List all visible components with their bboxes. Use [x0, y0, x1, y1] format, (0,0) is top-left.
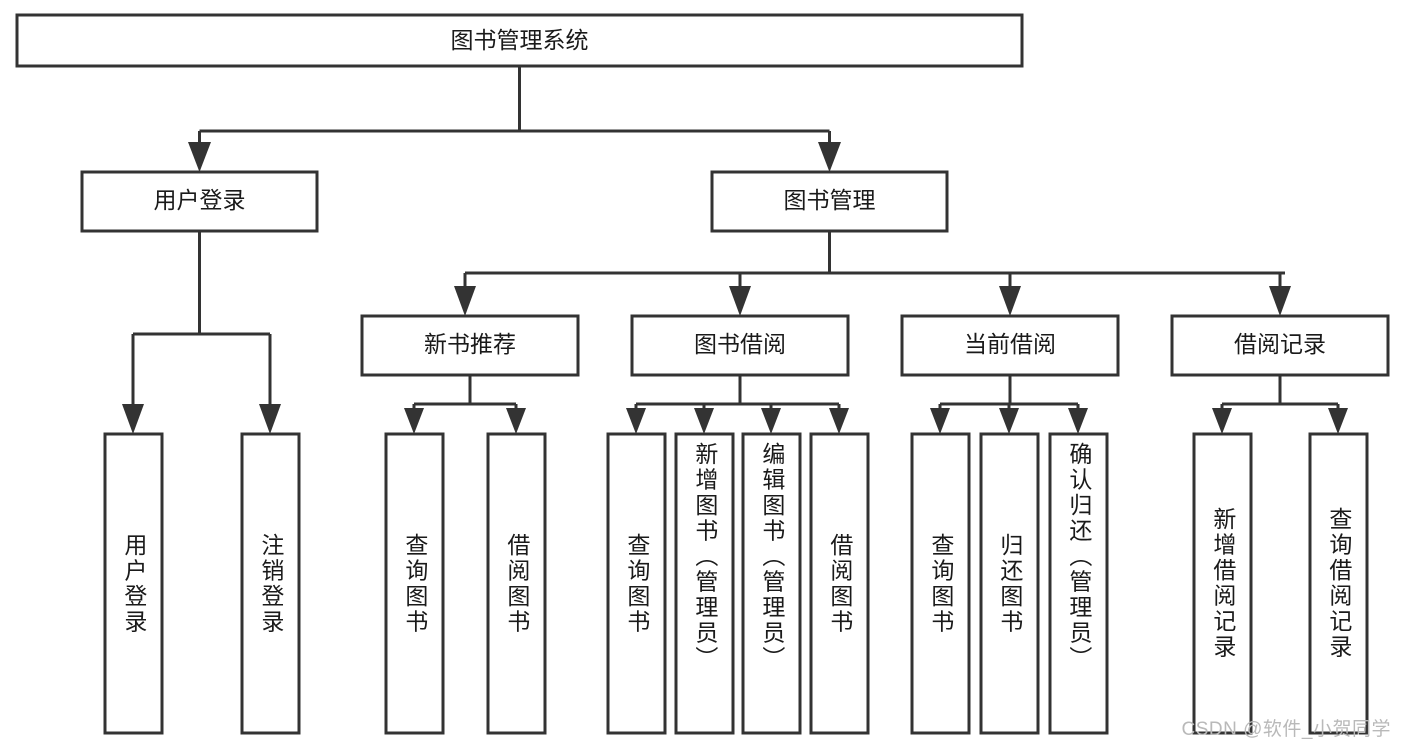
arrow-head-leaf-borrow-book-1	[506, 408, 526, 434]
node-current-borrow[interactable]: 当前借阅	[900, 314, 1120, 377]
arrow-head-user-login	[188, 142, 211, 172]
arrow-head-leaf-query-book-2	[626, 408, 646, 434]
leaf-query-book-2-box[interactable]	[606, 432, 667, 735]
arrow-head-current-borrow	[999, 286, 1021, 316]
arrow-head-leaf-add-record	[1212, 408, 1232, 434]
node-root-label: 图书管理系统	[451, 27, 589, 53]
node-book-manage-label: 图书管理	[784, 187, 876, 213]
leaf-box-group	[103, 432, 1369, 735]
leaf-add-record-box[interactable]	[1192, 432, 1253, 735]
leaf-confirm-return-box[interactable]	[1048, 432, 1109, 735]
node-book-borrow[interactable]: 图书借阅	[630, 314, 850, 377]
leaf-add-book-box[interactable]	[674, 432, 735, 735]
arrow-head-leaf-user-logout	[259, 404, 281, 434]
node-borrow-record-box[interactable]	[1170, 314, 1390, 377]
node-borrow-record[interactable]: 借阅记录	[1170, 314, 1390, 377]
node-new-book-recommend[interactable]: 新书推荐	[360, 314, 580, 377]
connector-group	[122, 66, 1348, 434]
leaf-user-login-box[interactable]	[103, 432, 164, 735]
leaf-borrow-book-2-box[interactable]	[809, 432, 870, 735]
node-root-box[interactable]	[15, 13, 1024, 68]
leaf-query-record-box[interactable]	[1308, 432, 1369, 735]
arrow-head-leaf-add-book	[694, 408, 714, 434]
leaf-user-logout-box[interactable]	[240, 432, 301, 735]
arrow-head-leaf-borrow-book-2	[829, 408, 849, 434]
leaf-query-book-3-box[interactable]	[910, 432, 971, 735]
node-root[interactable]: 图书管理系统	[15, 13, 1024, 68]
arrow-head-leaf-return-book	[999, 408, 1019, 434]
node-book-manage-box[interactable]	[710, 170, 949, 233]
node-user-login-box[interactable]	[80, 170, 319, 233]
leaf-query-book-1-box[interactable]	[384, 432, 445, 735]
node-user-login[interactable]: 用户登录	[80, 170, 319, 233]
arrow-head-leaf-confirm-return	[1068, 408, 1088, 434]
arrow-head-new-book-recommend	[454, 286, 476, 316]
node-borrow-record-label: 借阅记录	[1234, 331, 1326, 357]
arrow-head-leaf-query-book-3	[930, 408, 950, 434]
arrow-head-book-borrow	[729, 286, 751, 316]
node-book-manage[interactable]: 图书管理	[710, 170, 949, 233]
node-user-login-label: 用户登录	[154, 187, 246, 213]
node-book-borrow-box[interactable]	[630, 314, 850, 377]
node-new-book-recommend-box[interactable]	[360, 314, 580, 377]
arrow-head-leaf-query-book-1	[404, 408, 424, 434]
arrow-head-leaf-query-record	[1328, 408, 1348, 434]
leaf-edit-book-box[interactable]	[741, 432, 802, 735]
arrow-head-book-manage	[818, 142, 841, 172]
node-current-borrow-label: 当前借阅	[964, 331, 1056, 357]
arrow-head-borrow-record	[1269, 286, 1291, 316]
node-current-borrow-box[interactable]	[900, 314, 1120, 377]
leaf-borrow-book-1-box[interactable]	[486, 432, 547, 735]
node-new-book-recommend-label: 新书推荐	[424, 331, 516, 357]
node-book-borrow-label: 图书借阅	[694, 331, 786, 357]
arrow-head-leaf-user-login	[122, 404, 144, 434]
leaf-return-book-box[interactable]	[979, 432, 1040, 735]
csdn-watermark: CSDN @软件_小贺同学	[1181, 719, 1391, 740]
arrow-head-leaf-edit-book	[761, 408, 781, 434]
